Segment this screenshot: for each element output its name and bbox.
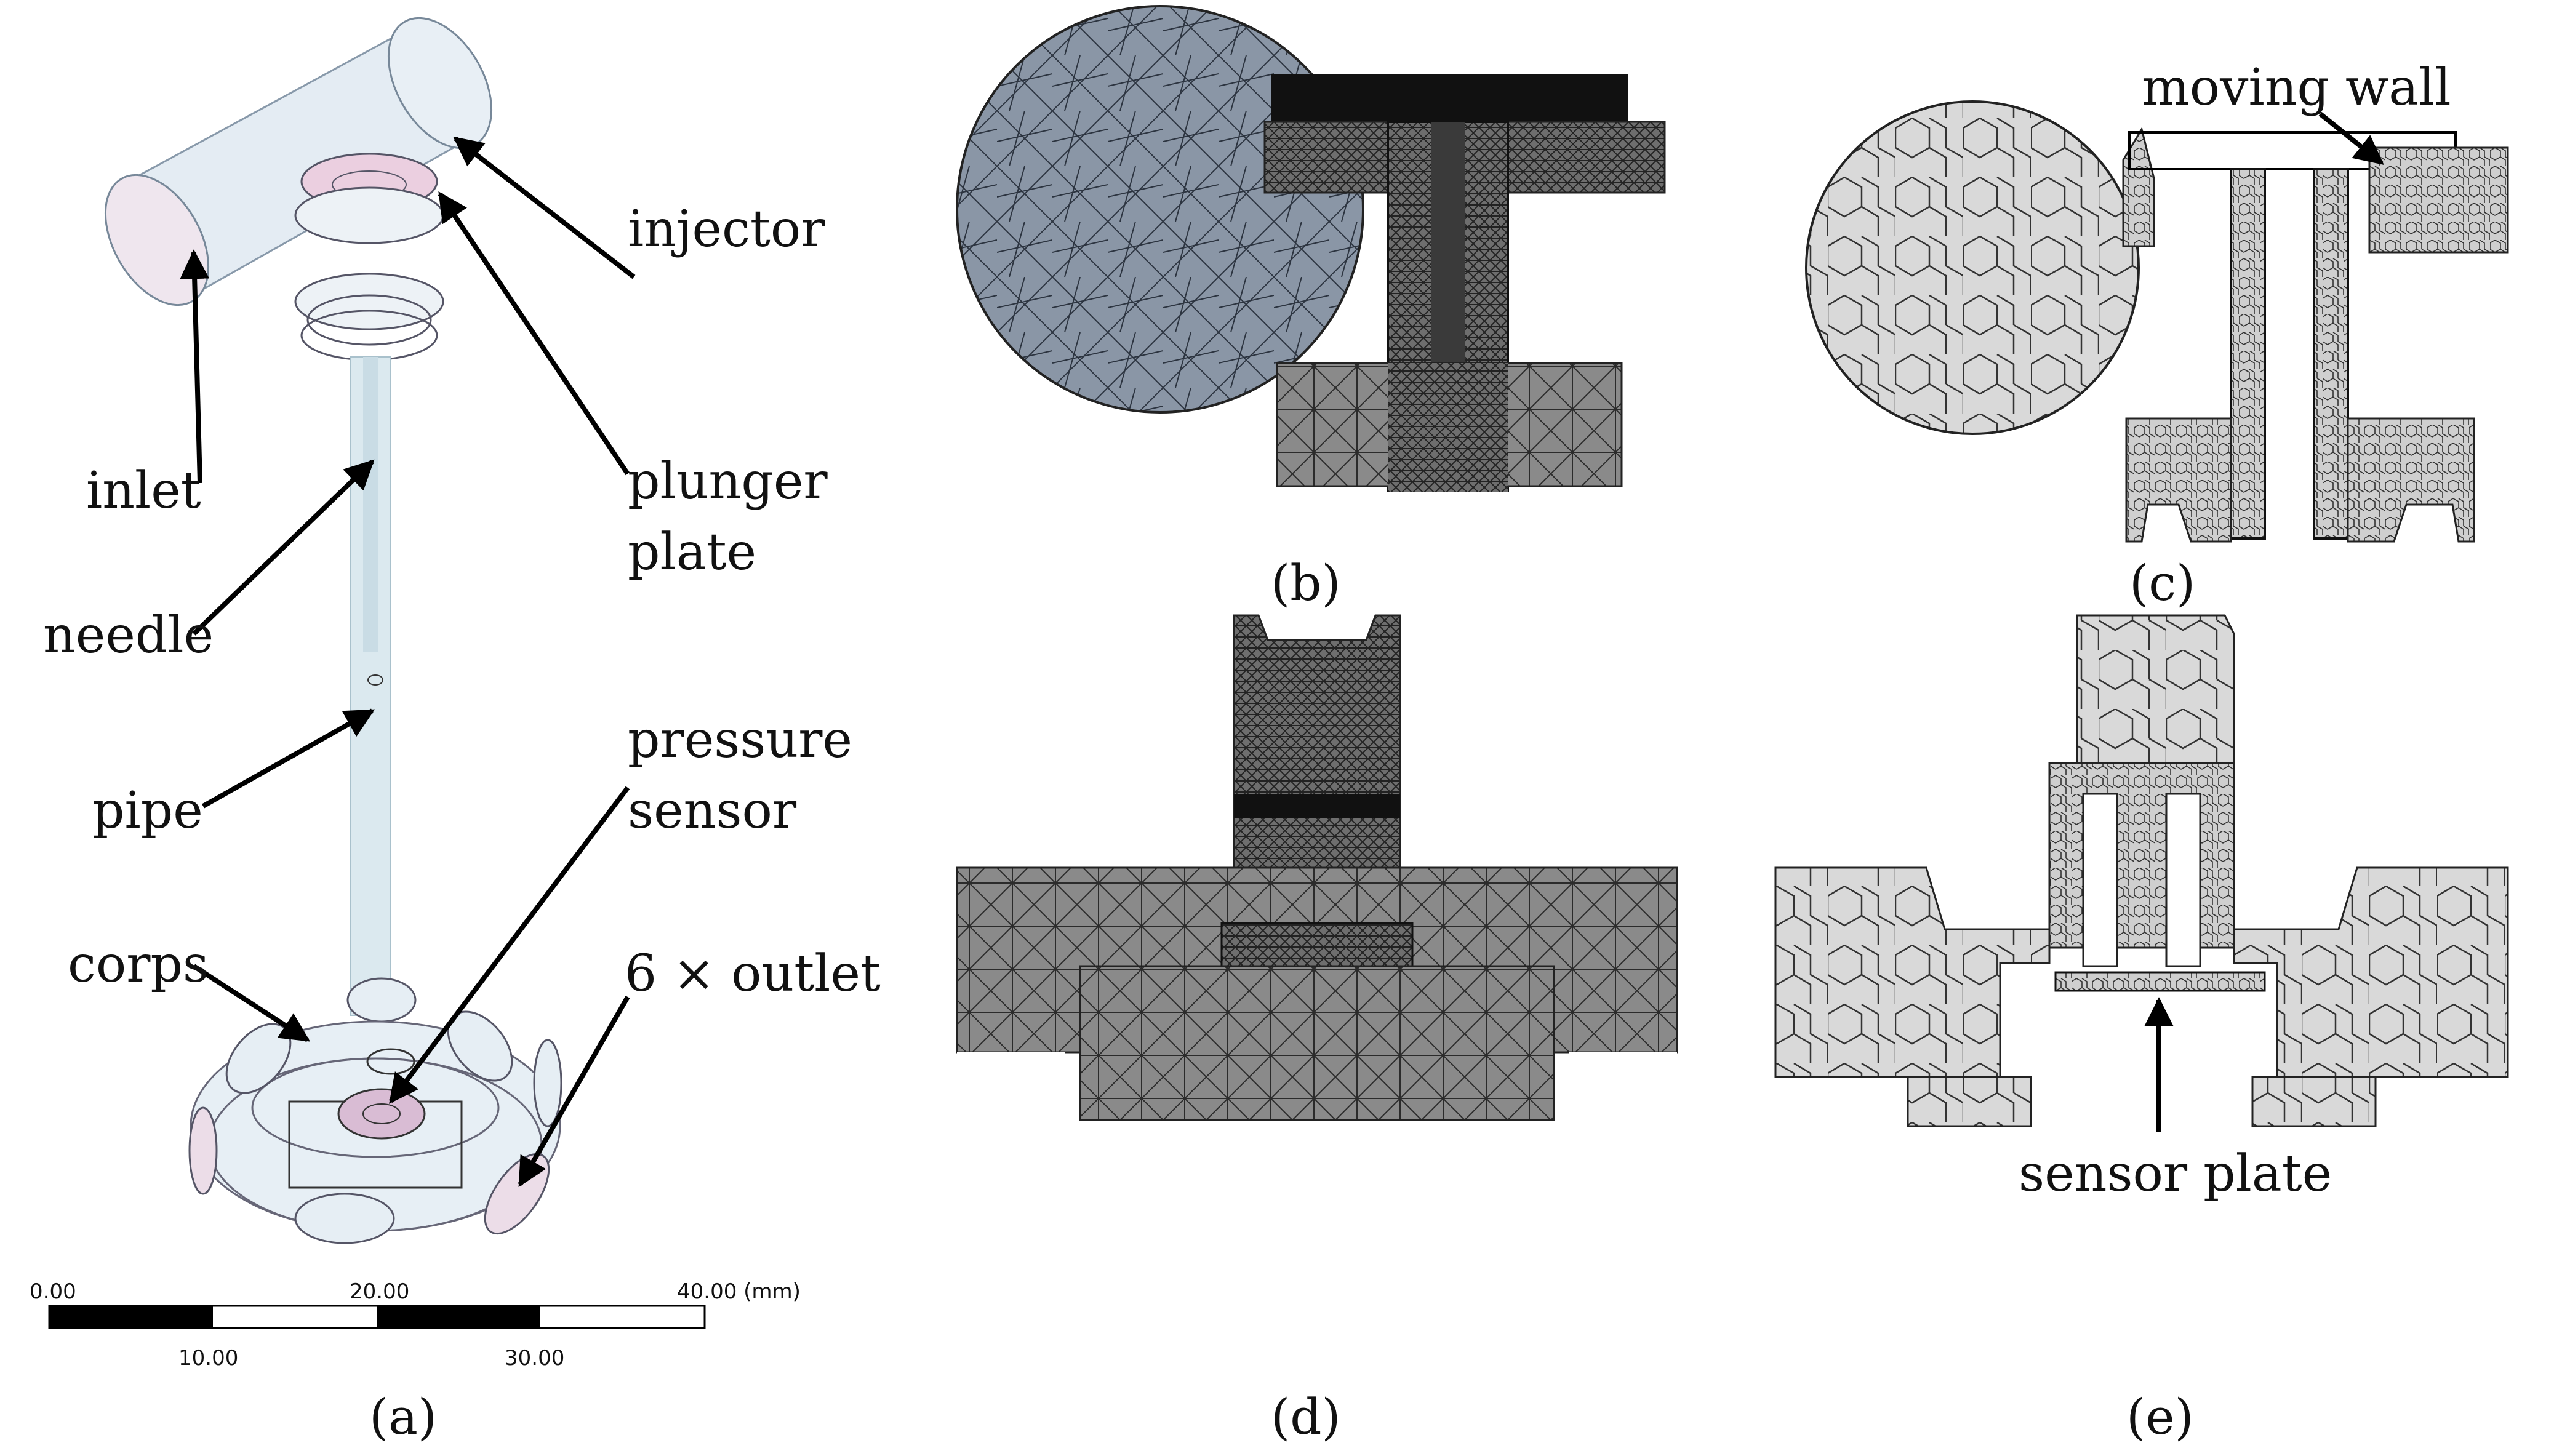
scale-tick-40: 40.00 (mm): [677, 1279, 801, 1304]
panel-a: injector inlet plunger plate needle pipe…: [30, 17, 881, 1446]
panel-c: moving wall (c): [1805, 58, 2509, 612]
caption-d: (d): [1271, 1388, 1341, 1446]
label-moving-wall: moving wall: [2142, 58, 2451, 117]
needle-pipe: [350, 356, 391, 1016]
label-outlet: 6 × outlet: [625, 945, 881, 1003]
panel-a-arrows: [180, 136, 636, 1188]
label-sensor: sensor: [628, 782, 797, 840]
scale-tick-0: 0.00: [30, 1279, 76, 1304]
caption-a: (a): [369, 1388, 437, 1446]
scale-bar: 0.00 20.00 40.00 (mm) 10.00 30.00: [30, 1279, 801, 1370]
plunger-plate-stack: [294, 153, 444, 361]
label-inlet: inlet: [86, 462, 201, 520]
injector-cylinder: [104, 17, 493, 306]
label-pressure: pressure: [628, 711, 852, 769]
scale-tick-10: 10.00: [178, 1346, 238, 1370]
label-plunger: plunger: [628, 452, 828, 511]
caption-e: (e): [2126, 1388, 2194, 1446]
label-plate: plate: [628, 523, 756, 582]
panel-e: sensor plate (e): [1774, 614, 2509, 1446]
corps: [188, 977, 562, 1244]
scale-tick-20: 20.00: [350, 1279, 409, 1304]
panel-d: (d): [956, 614, 1678, 1446]
scale-tick-30: 30.00: [505, 1346, 564, 1370]
label-injector: injector: [628, 200, 825, 258]
panel-b: (b): [956, 5, 1666, 612]
caption-b: (b): [1271, 554, 1341, 612]
caption-c: (c): [2129, 554, 2195, 612]
label-corps: corps: [68, 935, 209, 994]
label-pipe: pipe: [92, 782, 203, 840]
label-needle: needle: [43, 606, 214, 665]
label-sensor-plate: sensor plate: [2019, 1145, 2332, 1203]
